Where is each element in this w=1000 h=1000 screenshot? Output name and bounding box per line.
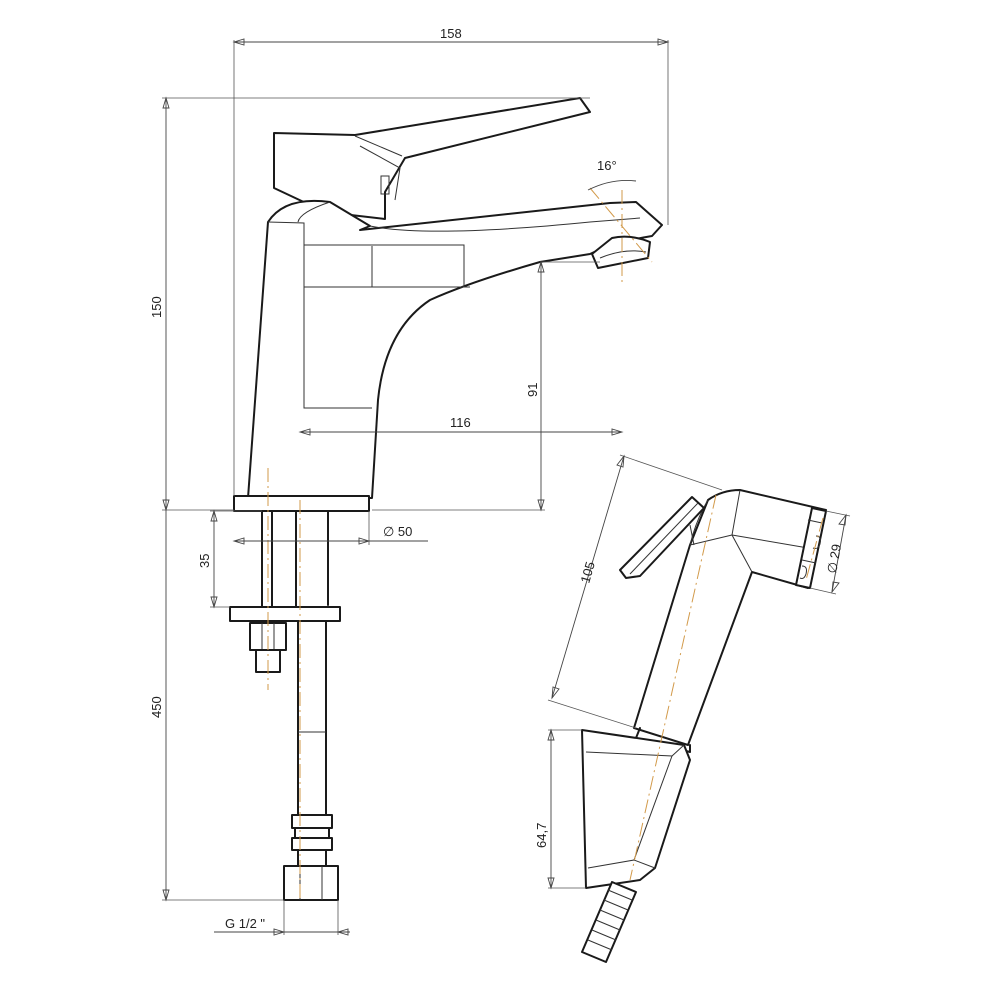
dim-overall-width: 158 (440, 26, 462, 41)
trigger-lever (619, 496, 705, 579)
dim-deck-thickness: 35 (197, 554, 212, 568)
dim-spout-height: 91 (525, 383, 540, 397)
handle-lever (273, 97, 591, 220)
dim-spout-reach: 116 (450, 415, 471, 430)
dim-shower-length: 105 (577, 560, 597, 585)
dim-shower-diameter: ∅ 29 (824, 543, 844, 575)
mounting-stud (261, 510, 329, 621)
dim-thread: G 1/2 " (225, 916, 265, 931)
base-plate (233, 495, 370, 512)
dim-base-diameter: ∅ 50 (383, 524, 412, 539)
shower-dimension-lines (547, 454, 851, 890)
dim-hose-length: 450 (149, 696, 164, 718)
shower-body (633, 489, 827, 746)
hand-shower (581, 489, 827, 963)
fixing-plate (229, 606, 341, 622)
flexible-hose (283, 621, 339, 901)
dim-spout-angle: 16° (597, 158, 617, 173)
dimension-lines (162, 38, 670, 936)
hose-connector (581, 881, 637, 963)
mixer-faucet (229, 97, 663, 901)
dim-holder-height: 64,7 (534, 823, 549, 848)
dim-overall-height: 150 (149, 296, 164, 318)
